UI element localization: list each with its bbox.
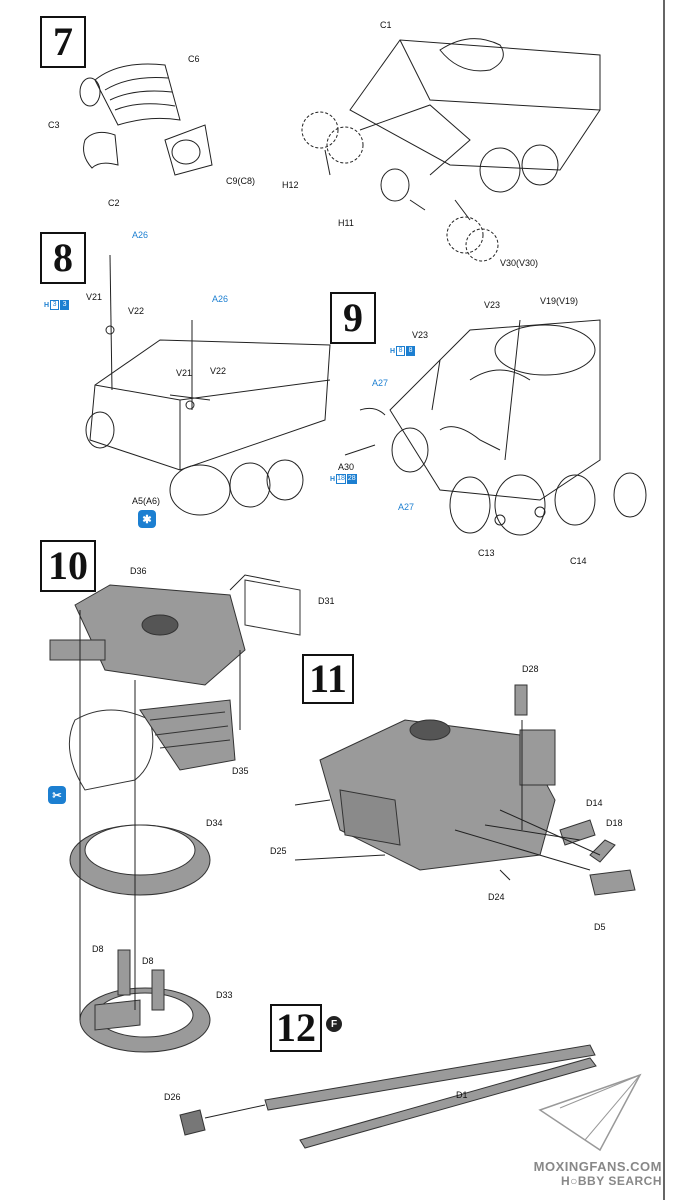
step-number-text: 7 xyxy=(53,19,73,64)
step-number-text: 10 xyxy=(48,543,88,588)
part-label: C13 xyxy=(478,548,495,558)
part-label: D8 xyxy=(92,944,104,954)
step8-artwork xyxy=(85,254,331,516)
part-label: C3 xyxy=(48,120,60,130)
part-label: C1 xyxy=(380,20,392,30)
part-label: D8 xyxy=(142,956,154,966)
step12-artwork xyxy=(179,1044,642,1152)
part-label: C9(C8) xyxy=(226,176,256,186)
part-label-blue: A27 xyxy=(372,378,389,388)
part-label: D31 xyxy=(318,596,335,606)
tag-code: 28 xyxy=(346,474,357,484)
part-label: V21 xyxy=(176,368,193,378)
part-label: D36 xyxy=(130,566,147,576)
part-label: H12 xyxy=(282,180,299,190)
part-label: V22 xyxy=(210,366,227,376)
part-label-blue: A27 xyxy=(398,502,415,512)
glue-icon: ✱ xyxy=(138,510,156,528)
watermark: MOXINGFANS.COM H○BBY SEARCH xyxy=(534,1159,662,1188)
step-number-text: 8 xyxy=(53,235,73,280)
part-label: D34 xyxy=(206,818,223,828)
part-label: A5(A6) xyxy=(132,496,161,506)
tag-h: H xyxy=(390,347,396,355)
paint-tag: H 8 8 xyxy=(390,346,416,356)
part-label: D28 xyxy=(522,664,539,674)
step-number-text: 12 xyxy=(276,1005,316,1050)
step-number-text: 9 xyxy=(343,295,363,340)
step-9-number: 9 xyxy=(330,292,376,344)
part-label: V30(V30) xyxy=(500,258,539,268)
part-label: D14 xyxy=(586,798,603,808)
step-11-number: 11 xyxy=(302,654,354,704)
part-label: D35 xyxy=(232,766,249,776)
tag-code: 8 xyxy=(406,346,416,356)
part-label: C2 xyxy=(108,198,120,208)
part-label: V19(V19) xyxy=(540,296,579,306)
step-number-text: 11 xyxy=(309,656,347,701)
part-label: V23 xyxy=(412,330,429,340)
step7-artwork xyxy=(79,38,601,262)
part-label-blue: A26 xyxy=(132,230,149,240)
part-label: D26 xyxy=(164,1092,181,1102)
part-label: V21 xyxy=(86,292,103,302)
tag-code: 3 xyxy=(50,300,60,310)
step-8-number: 8 xyxy=(40,232,86,284)
watermark-line2: H○BBY SEARCH xyxy=(560,1174,662,1188)
tag-code: 3 xyxy=(60,300,70,310)
step-12-number: 12 xyxy=(270,1004,322,1052)
part-label: D24 xyxy=(488,892,505,902)
part-label: A30 xyxy=(338,462,355,472)
part-label: D1 xyxy=(456,1090,468,1100)
part-label: D33 xyxy=(216,990,233,1000)
step10-artwork xyxy=(49,574,301,1053)
part-label: C6 xyxy=(188,54,200,64)
part-label: D5 xyxy=(594,922,606,932)
sprue-f-badge: F xyxy=(326,1016,342,1032)
part-label-blue: A26 xyxy=(212,294,229,304)
part-label: H11 xyxy=(338,218,354,228)
tag-code: 18 xyxy=(336,474,346,484)
tag-h: H xyxy=(330,475,336,483)
step9-artwork xyxy=(344,319,647,536)
tag-h: H xyxy=(44,301,50,309)
step-7-number: 7 xyxy=(40,16,86,68)
step11-artwork xyxy=(294,684,636,896)
part-label: D25 xyxy=(270,846,287,856)
part-label: V23 xyxy=(484,300,501,310)
part-label: C14 xyxy=(570,556,587,566)
part-label: V22 xyxy=(128,306,145,316)
sprue-badge-text: F xyxy=(330,1018,338,1030)
part-label: D18 xyxy=(606,818,623,828)
tag-code: 8 xyxy=(396,346,406,356)
glue-icon: ✂ xyxy=(48,786,66,804)
paint-tag: H 3 3 xyxy=(44,300,70,310)
paint-tag: H 18 28 xyxy=(330,474,357,484)
step-10-number: 10 xyxy=(40,540,96,592)
watermark-line1: MOXINGFANS.COM xyxy=(533,1159,662,1174)
